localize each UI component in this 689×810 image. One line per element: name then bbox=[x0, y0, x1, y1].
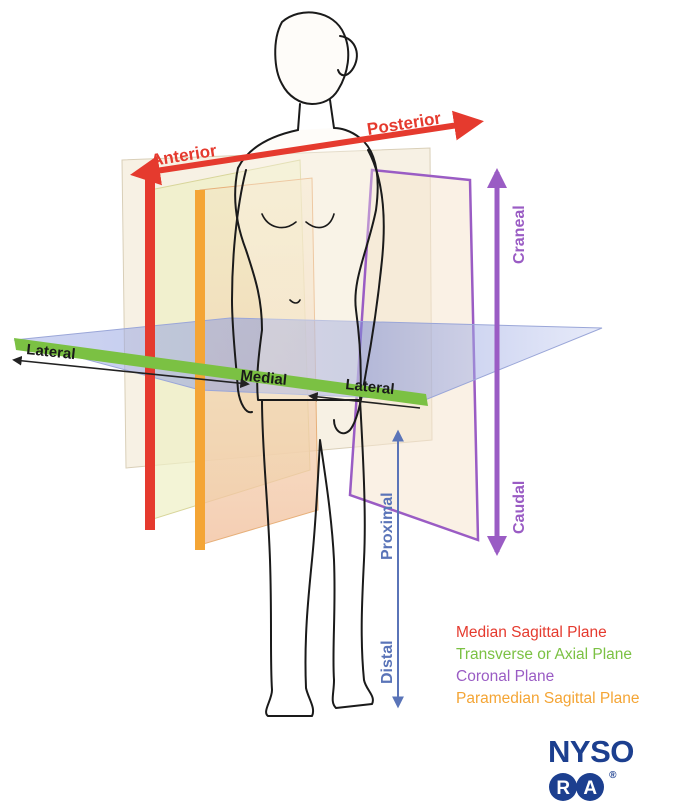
legend: Median Sagittal Plane Transverse or Axia… bbox=[456, 622, 640, 710]
logo-circle-r: R bbox=[556, 778, 570, 799]
logo-text: NYSO bbox=[548, 734, 634, 769]
figure-head bbox=[275, 12, 348, 104]
median-sagittal-bar bbox=[145, 178, 155, 530]
legend-coronal: Coronal Plane bbox=[456, 666, 640, 688]
label-craneal: Craneal bbox=[511, 205, 528, 264]
label-caudal: Caudal bbox=[511, 481, 528, 534]
legend-paramedian-sagittal: Paramedian Sagittal Plane bbox=[456, 688, 640, 710]
label-proximal: Proximal bbox=[379, 492, 396, 560]
logo-ra-circles: R A ® bbox=[548, 772, 606, 802]
logo-circle-a: A bbox=[583, 778, 597, 799]
anatomy-planes-diagram: Anterior Posterior Craneal Caudal Proxim… bbox=[0, 0, 689, 784]
label-distal: Distal bbox=[379, 640, 396, 684]
legend-median-sagittal: Median Sagittal Plane bbox=[456, 622, 640, 644]
logo-registered-mark: ® bbox=[609, 770, 616, 781]
nysora-logo: NYSO R A ® bbox=[548, 734, 689, 806]
legend-transverse: Transverse or Axial Plane bbox=[456, 644, 640, 666]
logo-circles-icon: R A bbox=[548, 772, 606, 802]
